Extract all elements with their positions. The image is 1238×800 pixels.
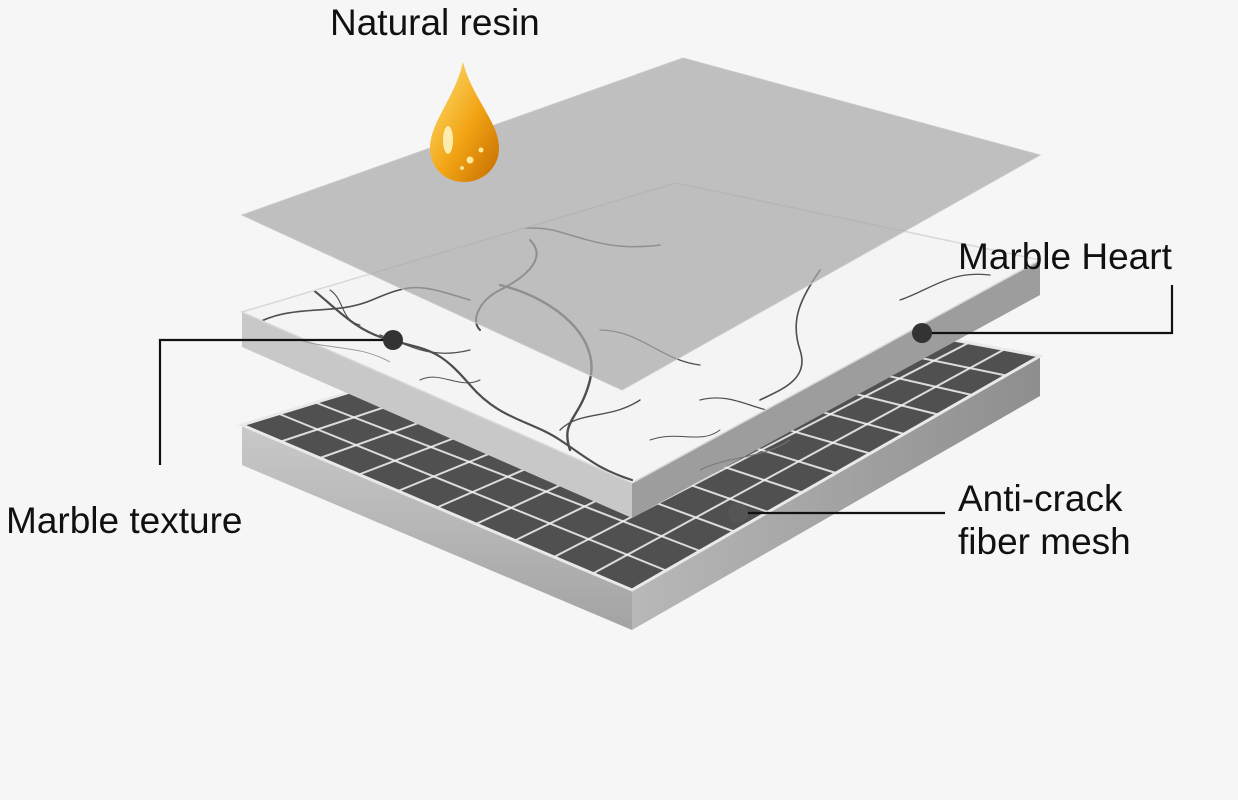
- mesh-front-left-face: [242, 425, 632, 630]
- label-marble-heart: Marble Heart: [958, 236, 1172, 277]
- mesh-front-right-face: [632, 356, 1040, 630]
- label-anti-crack-fiber-mesh: Anti-crack fiber mesh: [958, 478, 1131, 563]
- mesh-grid-line: [553, 341, 970, 558]
- resin-sheet: [240, 57, 1042, 391]
- leader-marble-texture: [158, 338, 393, 465]
- slab-front-right-face: [632, 260, 1040, 518]
- marker-marble-texture: [383, 330, 403, 350]
- label-natural-resin: Natural resin: [330, 2, 540, 43]
- label-anti-crack-line2: fiber mesh: [958, 520, 1131, 562]
- marker-marble-heart: [912, 323, 932, 343]
- slab-front-left-face: [242, 312, 632, 518]
- leader-lines: [158, 285, 1174, 515]
- leader-marble-heart: [922, 285, 1174, 335]
- resin-drop-icon: [430, 62, 499, 182]
- marker-fiber-mesh: [728, 503, 748, 523]
- mesh-grid-line: [592, 348, 1005, 575]
- label-marble-texture: Marble texture: [6, 500, 243, 541]
- label-anti-crack-line1: Anti-crack: [958, 478, 1123, 519]
